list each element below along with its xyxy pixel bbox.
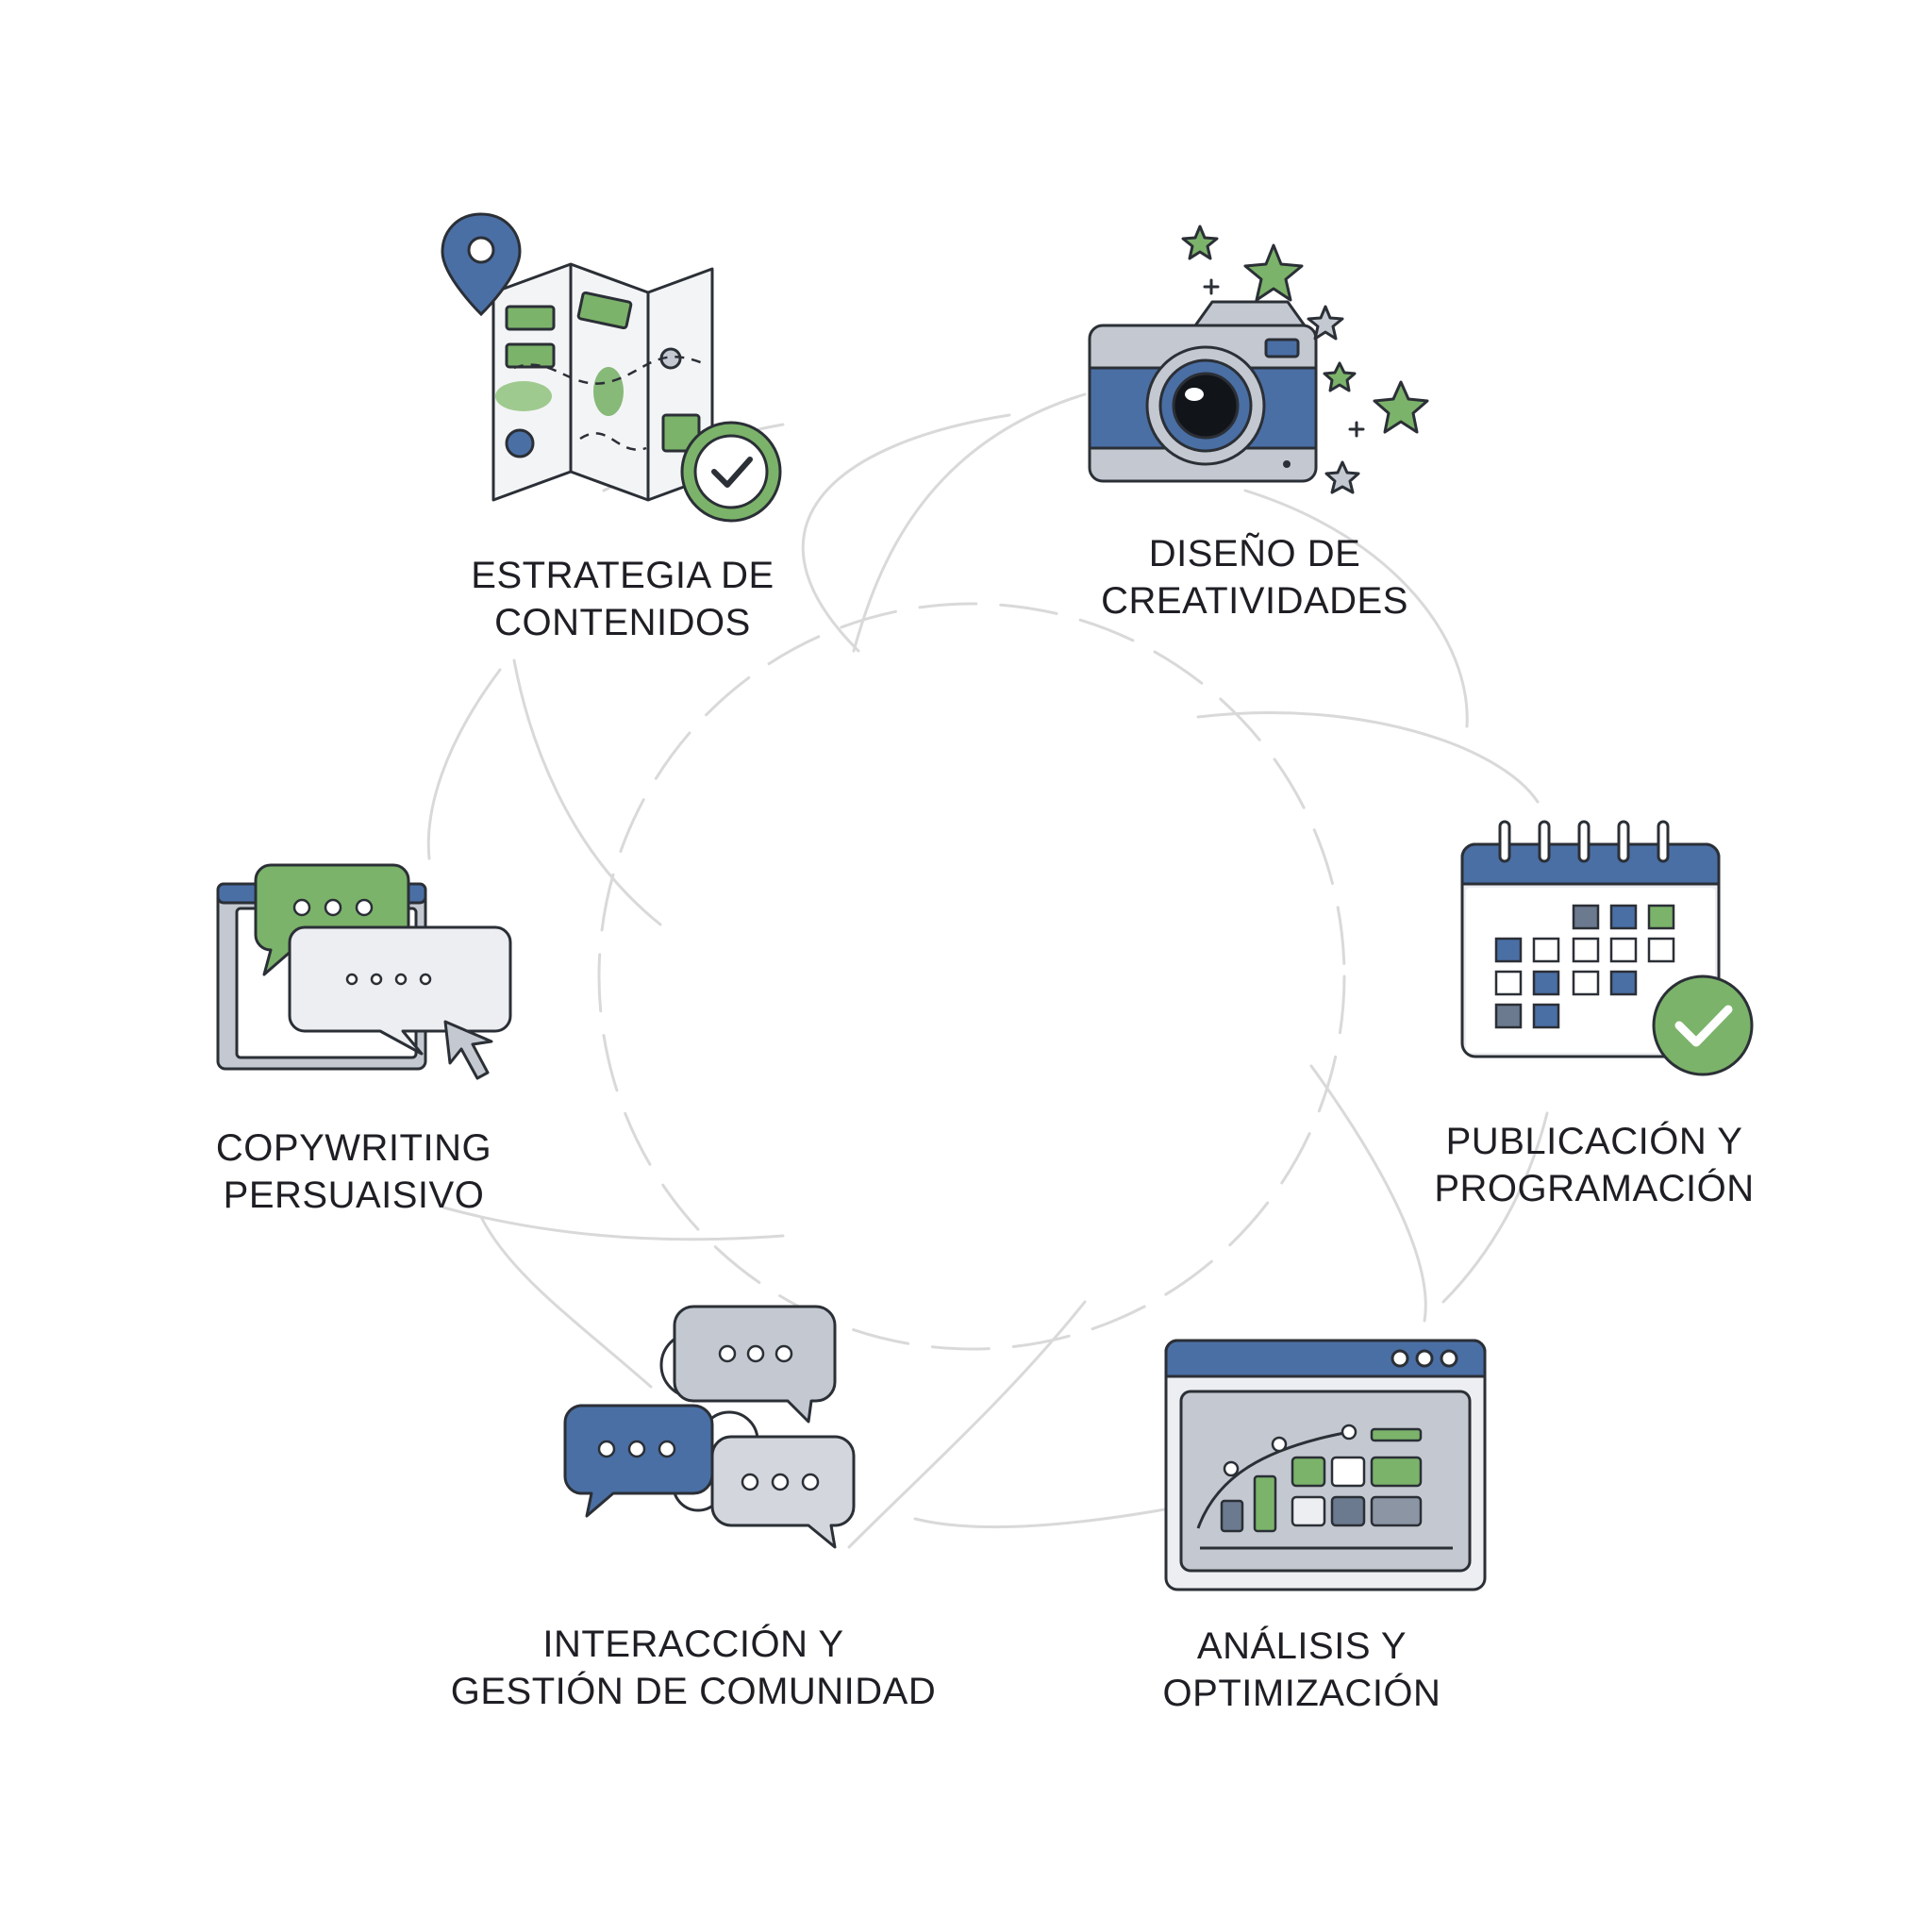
calendar-check-icon (1453, 816, 1774, 1090)
camera-icon (1075, 217, 1453, 509)
step-label-line2: PROGRAMACIÓN (1434, 1168, 1755, 1209)
step-label-line2: CREATIVIDADES (1101, 580, 1408, 622)
step-label-copywriting: COPYWRITING PERSUAISIVO (170, 1124, 538, 1219)
step-label-line1: PUBLICACIÓN Y (1445, 1121, 1743, 1162)
step-label-interaccion: INTERACCIÓN Y GESTIÓN DE COMUNIDAD (439, 1621, 948, 1715)
step-label-line1: DISEÑO DE (1148, 533, 1361, 575)
analytics-dashboard-icon (1160, 1335, 1491, 1599)
step-label-line2: CONTENIDOS (494, 602, 751, 643)
step-label-diseno: DISEÑO DE CREATIVIDADES (1066, 530, 1443, 625)
step-label-line2: GESTIÓN DE COMUNIDAD (450, 1671, 937, 1712)
folded-map-icon (429, 203, 788, 533)
chat-bubbles-icon (561, 1297, 868, 1561)
step-label-line1: ESTRATEGIA DE (471, 555, 774, 596)
step-label-line1: INTERACCIÓN Y (542, 1624, 844, 1665)
step-label-line2: OPTIMIZACIÓN (1162, 1673, 1441, 1714)
step-label-line1: COPYWRITING (215, 1127, 492, 1169)
step-label-publicacion: PUBLICACIÓN Y PROGRAMACIÓN (1396, 1118, 1792, 1212)
step-label-line1: ANÁLISIS Y (1196, 1625, 1407, 1667)
chat-cursor-icon (212, 854, 528, 1123)
step-label-estrategia: ESTRATEGIA DE CONTENIDOS (434, 552, 811, 646)
step-label-analisis: ANÁLISIS Y OPTIMIZACIÓN (1113, 1623, 1491, 1717)
step-label-line2: PERSUAISIVO (223, 1174, 485, 1216)
